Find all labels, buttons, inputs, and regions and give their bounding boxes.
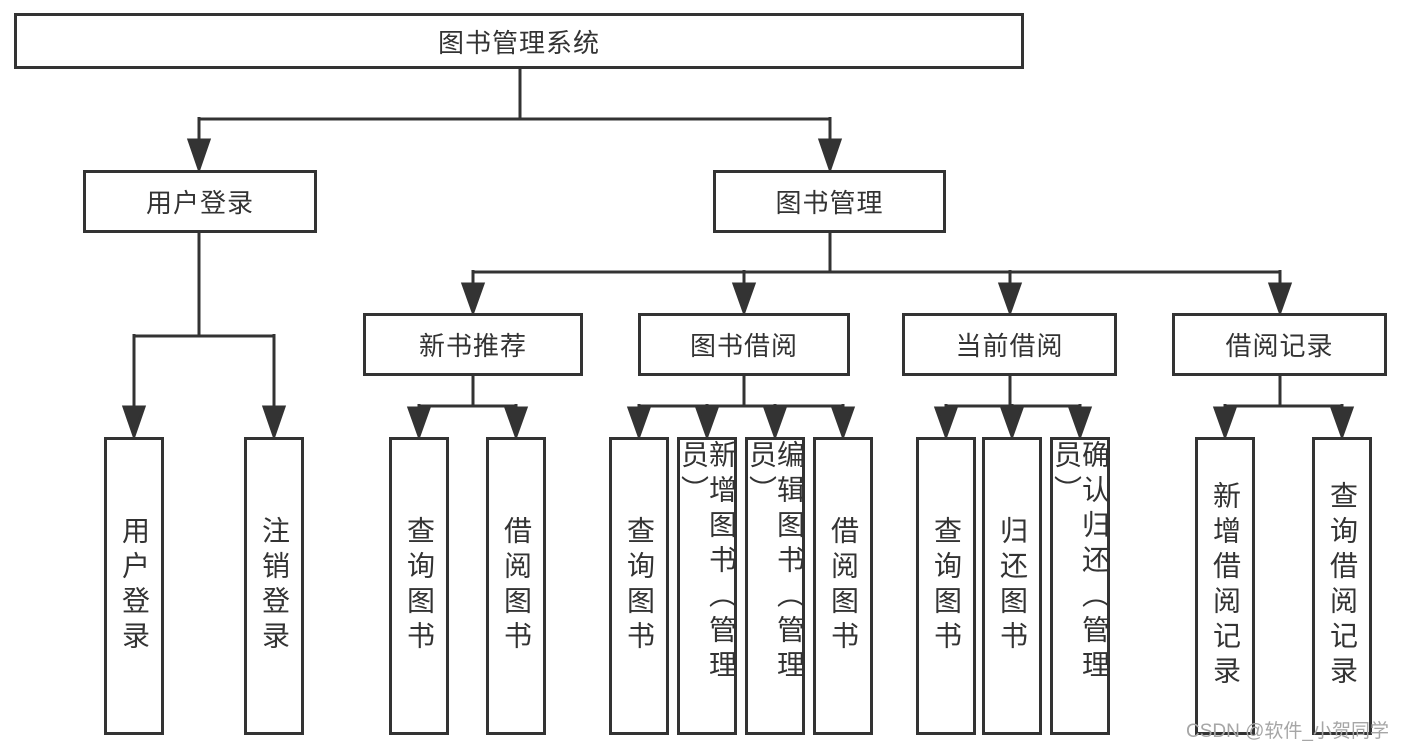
node-root-label: 图书管理系统 [437,27,600,58]
node-book-borrowing: 图书借阅 [638,313,850,376]
leaf-borrow-books-recommend: 借阅图书 [486,437,546,735]
leaf-query-books-current: 查询图书 [916,437,976,735]
leaf-query-books-borrowing: 查询图书 [609,437,669,735]
leaf-return-books-label: 归还图书 [997,516,1028,656]
leaf-confirm-return-admin-label: 确认归还（管理员） [1051,440,1110,685]
leaf-query-books-recommend: 查询图书 [389,437,449,735]
leaf-query-books-current-label: 查询图书 [931,516,962,656]
leaf-borrow-books: 借阅图书 [813,437,873,735]
leaf-edit-books-admin: 编辑图书（管理员） [745,437,805,735]
csdn-watermark: CSDN @软件_小贺同学 [1186,721,1389,742]
node-current-borrowing: 当前借阅 [902,313,1117,376]
leaf-query-books-recommend-label: 查询图书 [404,516,435,656]
leaf-query-borrow-record-label: 查询借阅记录 [1327,481,1358,691]
leaf-query-books-borrowing-label: 查询图书 [624,516,655,656]
leaf-borrow-books-recommend-label: 借阅图书 [501,516,532,656]
leaf-add-borrow-record-label: 新增借阅记录 [1210,481,1241,691]
leaf-user-login: 用户登录 [104,437,164,735]
node-borrowing-records-label: 借阅记录 [1225,331,1334,361]
leaf-user-login-label: 用户登录 [119,516,150,656]
node-user-login-label: 用户登录 [145,188,254,218]
node-book-borrowing-label: 图书借阅 [689,331,798,361]
node-root: 图书管理系统 [14,13,1024,69]
node-book-management: 图书管理 [713,170,946,233]
leaf-add-borrow-record: 新增借阅记录 [1195,437,1255,735]
node-borrowing-records: 借阅记录 [1172,313,1387,376]
node-new-book-recommend: 新书推荐 [363,313,583,376]
leaf-add-books-admin: 新增图书（管理员） [677,437,737,735]
leaf-query-borrow-record: 查询借阅记录 [1312,437,1372,735]
leaf-add-books-admin-label: 新增图书（管理员） [678,440,737,685]
leaf-return-books: 归还图书 [982,437,1042,735]
leaf-borrow-books-label: 借阅图书 [828,516,859,656]
leaf-confirm-return-admin: 确认归还（管理员） [1050,437,1110,735]
node-user-login: 用户登录 [83,170,317,233]
leaf-logout-label: 注销登录 [259,516,290,656]
leaf-edit-books-admin-label: 编辑图书（管理员） [746,440,805,685]
node-book-management-label: 图书管理 [775,188,884,218]
node-current-borrowing-label: 当前借阅 [955,331,1064,361]
leaf-logout: 注销登录 [244,437,304,735]
node-new-book-recommend-label: 新书推荐 [418,331,527,361]
